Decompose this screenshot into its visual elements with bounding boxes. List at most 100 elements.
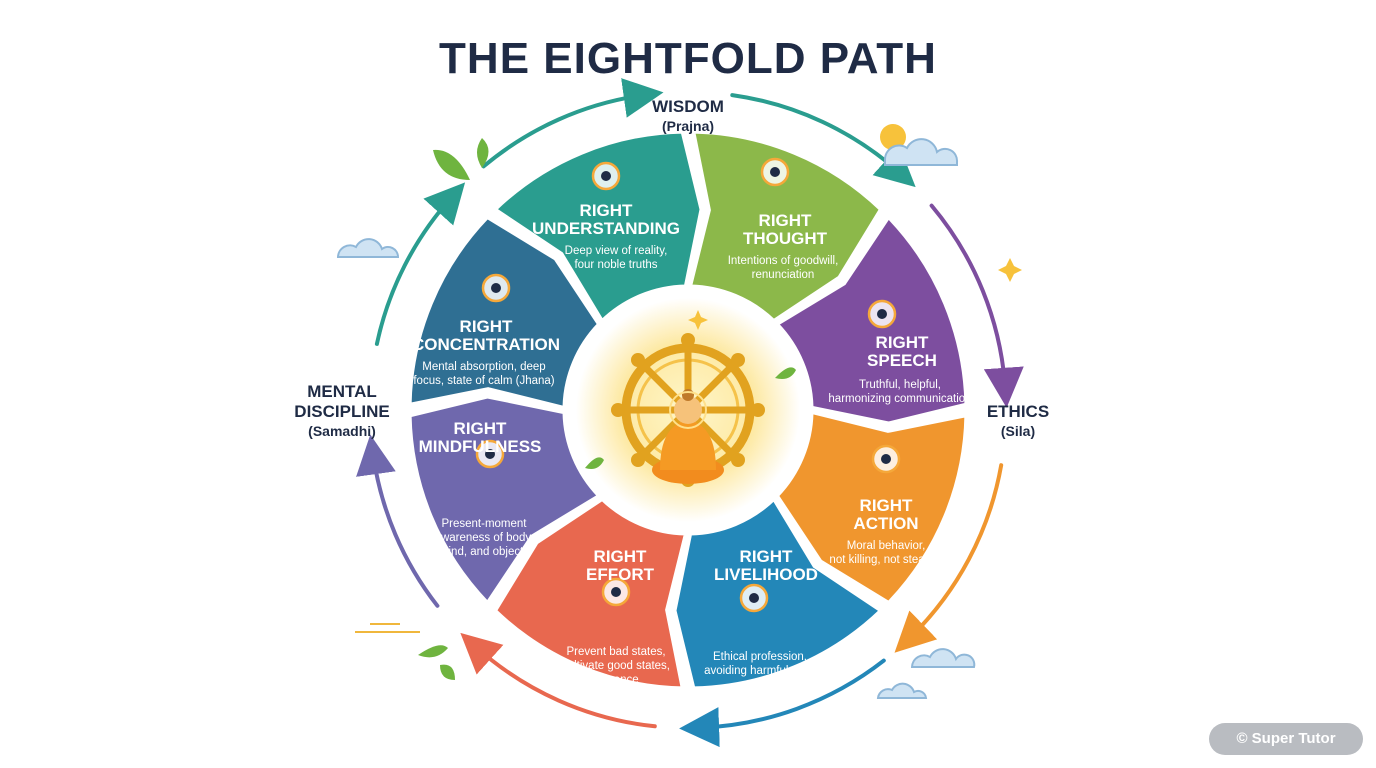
leaf-icon: [418, 645, 455, 680]
lips-dove-icon: [867, 299, 897, 329]
cloud-icon: [336, 238, 400, 258]
segment-desc-speech: Truthful, helpful, harmonizing communicat…: [815, 378, 985, 406]
segment-desc-line: Deep view of reality,: [564, 245, 668, 257]
page-title: THE EIGHTFOLD PATH: [439, 34, 937, 83]
segment-title-line: RIGHT: [579, 201, 633, 220]
pillar-sub: (Prajna): [661, 118, 715, 134]
segment-desc-line: not killing, not stealing: [829, 554, 943, 566]
segment-title-line: RIGHT: [453, 419, 507, 438]
segment-title-line: ACTION: [853, 514, 919, 533]
pillar-name: MENTAL: [307, 382, 377, 401]
segment-title-line: EFFORT: [586, 565, 654, 584]
segment-effort: [493, 497, 688, 690]
pillar-wisdom-label: WISDOM (Prajna): [628, 97, 748, 135]
segment-desc-line: cultivate good states,: [561, 660, 671, 672]
segment-action: [775, 410, 968, 605]
heart-cloud-icon: [760, 157, 790, 187]
hands-heart-icon: [871, 444, 901, 474]
dharma-wheel-buddha-icon: [611, 333, 765, 487]
segment-concentration: [408, 215, 601, 410]
pillar-mental-label: MENTAL DISCIPLINE (Samadhi): [282, 382, 402, 440]
meditator-flame-icon: [481, 273, 511, 303]
segment-desc-concentration: Mental absorption, deep focus, state of c…: [399, 360, 569, 388]
segment-title-line: RIGHT: [758, 211, 812, 230]
segment-desc-line: four noble truths: [574, 259, 658, 271]
segment-mindfulness: [408, 395, 601, 605]
pillar-ethics-label: ETHICS (Sila): [968, 402, 1068, 440]
segment-title-line: RIGHT: [459, 317, 513, 336]
segment-desc-line: harmonizing communication: [828, 393, 972, 405]
segment-desc-line: Moral behavior,: [846, 540, 926, 552]
segment-desc-line: focus, state of calm (Jhana): [413, 375, 555, 387]
cycle-arrow: [894, 463, 1004, 653]
segment-desc-line: Mental absorption, deep: [422, 361, 546, 373]
leaf-icon: [585, 457, 604, 469]
segment-desc-line: avoiding harmful work: [704, 665, 816, 677]
leaf-icon: [433, 138, 489, 180]
segment-desc-line: Truthful, helpful,: [858, 379, 942, 391]
cycle-arrow: [929, 203, 1024, 408]
brain-meditator-icon: [475, 439, 505, 469]
segment-title-line: CONCENTRATION: [412, 335, 560, 354]
cloud-icon: [876, 682, 928, 699]
segment-desc-mindfulness: Present-moment awareness of body, mind, an…: [399, 517, 569, 559]
sparkle-icon: [998, 258, 1022, 282]
segment-desc-line: mind, and objects: [438, 546, 530, 558]
segment-thought: [688, 130, 883, 323]
segment-desc-line: Prevent bad states,: [566, 646, 666, 658]
cycle-arrows: [356, 78, 1024, 748]
cycle-arrow: [356, 434, 440, 608]
cycle-arrow: [460, 632, 657, 729]
pillar-name: ETHICS: [986, 402, 1050, 421]
pillar-sub: (Samadhi): [308, 423, 376, 439]
leaf-icon: [775, 367, 796, 379]
center-wheel: [566, 288, 810, 532]
cloud-icon: [910, 648, 976, 668]
segment-title-line: UNDERSTANDING: [532, 219, 680, 238]
segment-desc-action: Moral behavior, not killing, not stealing: [801, 539, 971, 567]
cycle-arrow: [679, 658, 886, 748]
segment-desc-livelihood: Ethical profession, avoiding harmful work: [675, 650, 845, 678]
segment-desc-thought: Intentions of goodwill, renunciation: [698, 254, 868, 282]
pillar-sub: (Sila): [1000, 423, 1036, 439]
decorations: [336, 124, 1022, 699]
segment-livelihood: [673, 497, 883, 690]
segment-title-line: SPEECH: [867, 351, 937, 370]
worker-scales-icon: [739, 583, 769, 613]
segment-desc-line: diligence: [593, 674, 639, 686]
pillar-name: WISDOM: [652, 97, 724, 116]
segment-title-line: MINDFULNESS: [418, 437, 542, 456]
segment-desc-effort: Prevent bad states, cultivate good states…: [531, 645, 701, 687]
segment-understanding: [493, 130, 703, 323]
segment-title-line: LIVELIHOOD: [714, 565, 818, 584]
segment-desc-line: Present-moment: [441, 518, 527, 530]
segment-desc-line: awareness of body,: [434, 532, 534, 544]
sun-cloud-icon: [880, 124, 959, 166]
segment-title-line: RIGHT: [859, 496, 913, 515]
segment-desc-line: Intentions of goodwill,: [727, 255, 839, 267]
segments-group: [408, 130, 968, 690]
eye-book-icon: [591, 161, 621, 191]
segment-desc-line: Ethical profession,: [713, 651, 807, 663]
segment-title-line: RIGHT: [875, 333, 929, 352]
pillar-name: DISCIPLINE: [294, 402, 390, 421]
segment-title-line: THOUGHT: [742, 229, 828, 248]
segment-desc-understanding: Deep view of reality, four noble truths: [531, 244, 701, 272]
motion-lines: [355, 623, 420, 633]
segment-title-line: RIGHT: [739, 547, 793, 566]
climber-steps-icon: [601, 577, 631, 607]
watermark-badge: © Super Tutor: [1209, 723, 1363, 755]
segment-desc-line: renunciation: [751, 269, 815, 281]
cycle-arrow: [481, 78, 664, 169]
cycle-arrow: [374, 182, 466, 346]
sparkle-icon: [688, 310, 708, 330]
